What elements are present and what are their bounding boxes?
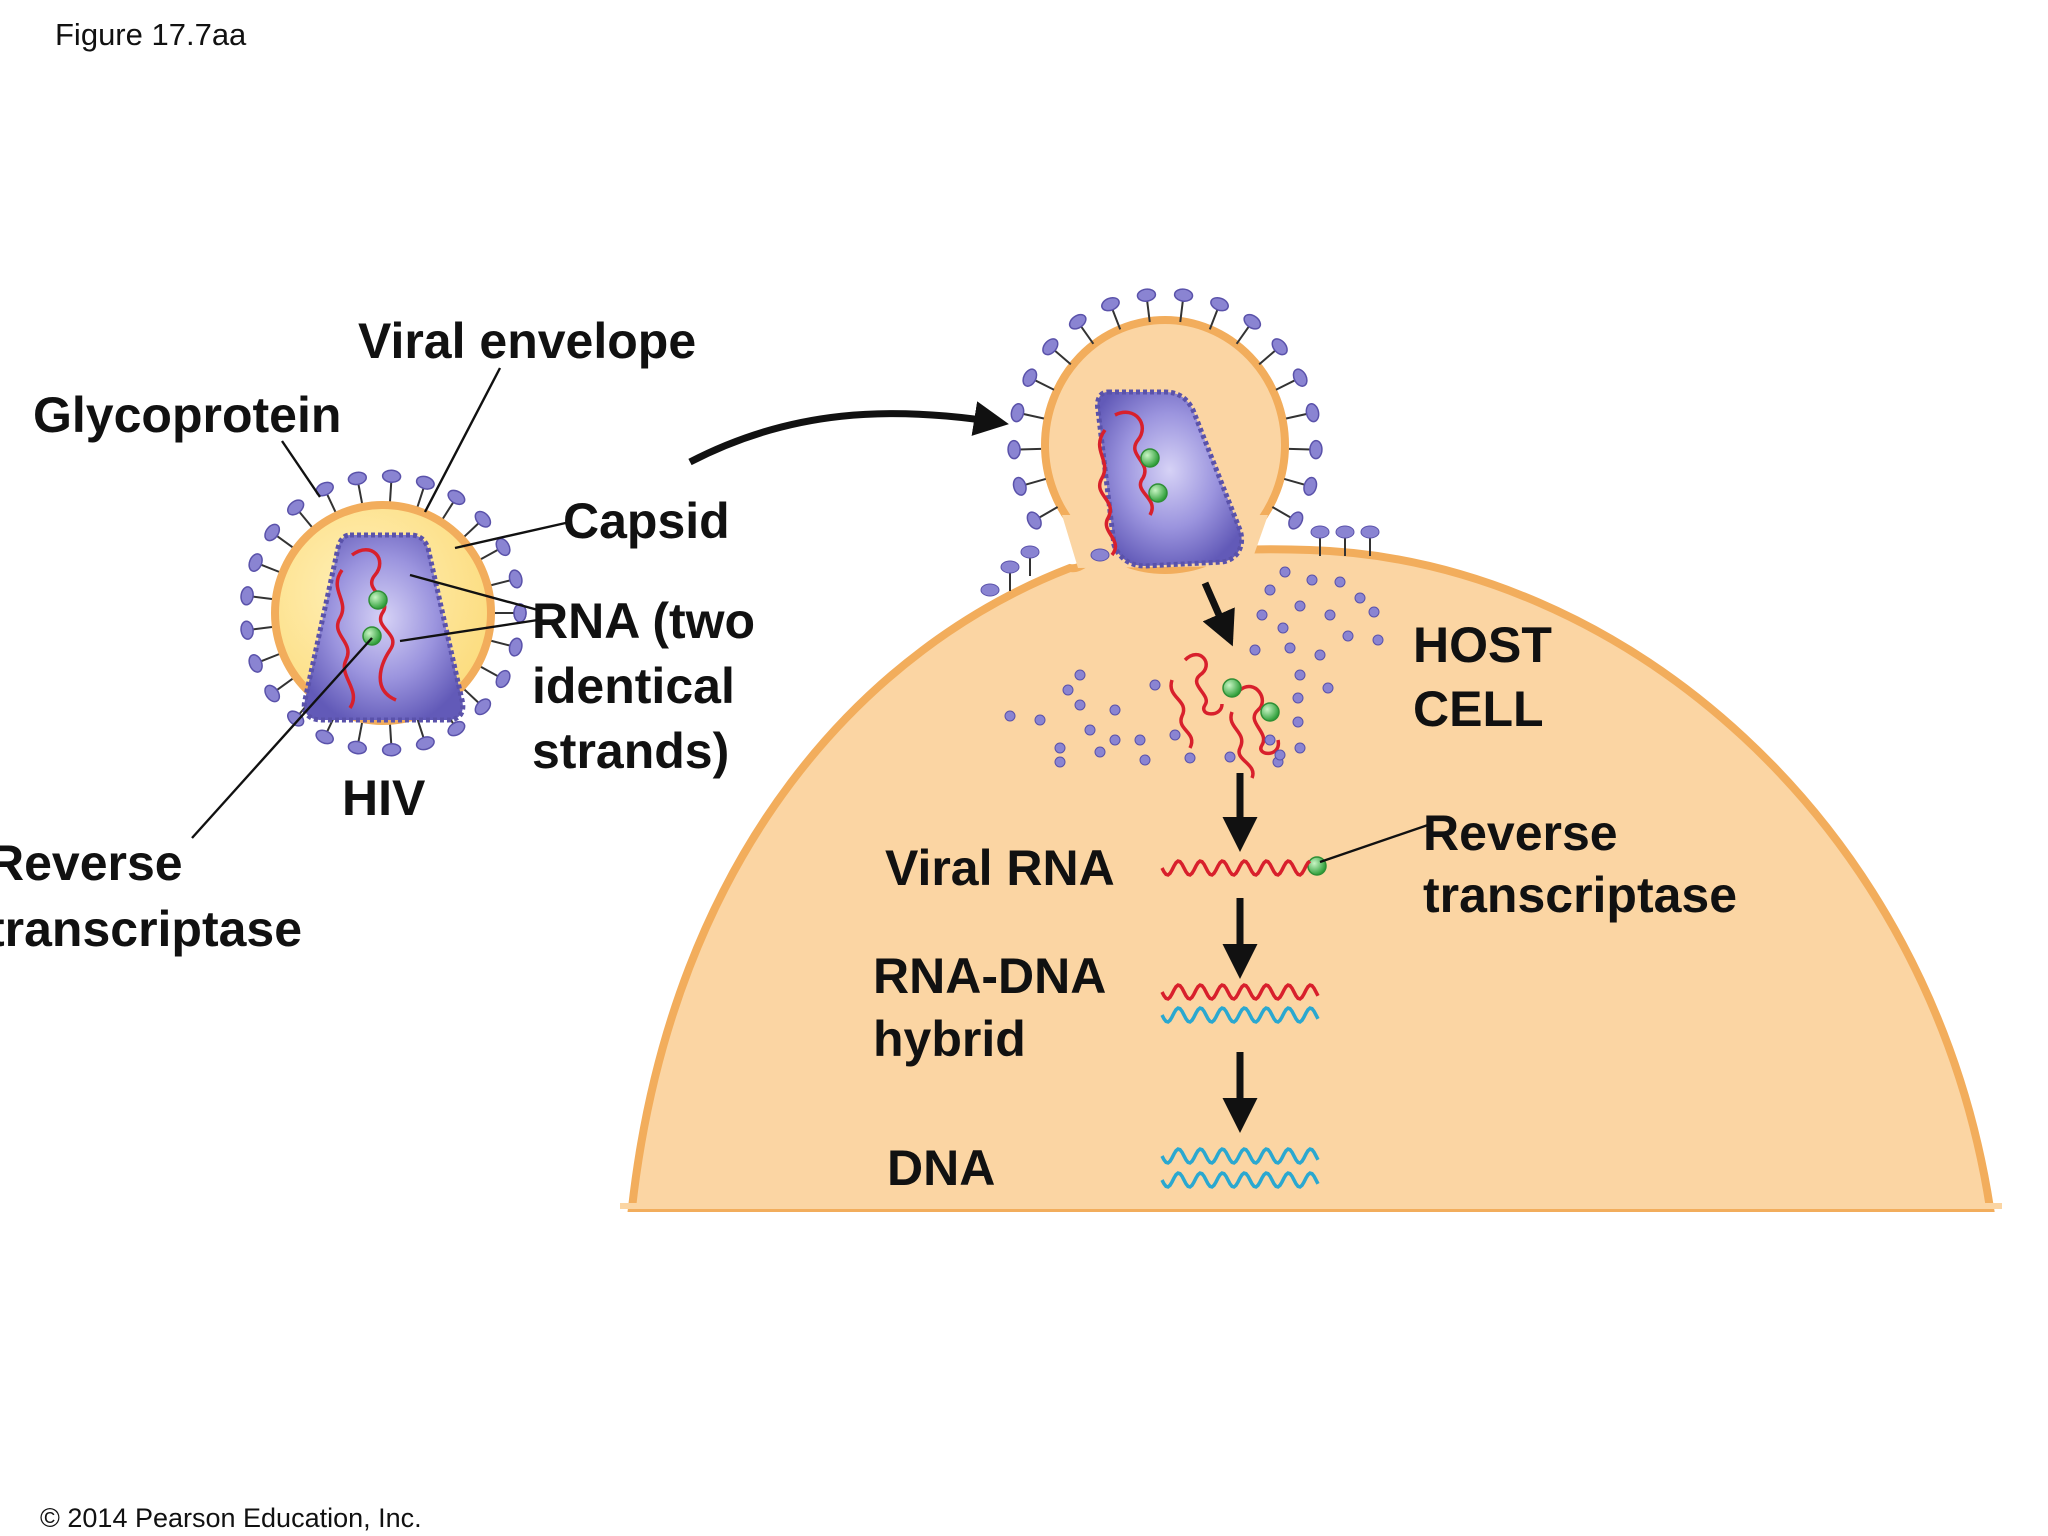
reverse-transcriptase-left-line2: transcriptase — [0, 901, 302, 957]
virion-glycoproteins — [240, 469, 527, 757]
reverse-transcriptase-right-line2: transcriptase — [1423, 867, 1737, 923]
rna-dna-hybrid-label-line1: RNA-DNA — [873, 948, 1106, 1004]
reverse-transcriptase-left-line1: Reverse — [0, 835, 183, 891]
hiv-label: HIV — [342, 770, 426, 826]
entry-arrow — [688, 401, 1009, 466]
step-arrow-1 — [1201, 581, 1235, 647]
dna-strand-icon — [1160, 1147, 1320, 1189]
leader-lines — [191, 367, 1429, 864]
released-viral-contents — [1004, 566, 1384, 779]
rna-label-line2: identical — [532, 658, 735, 714]
capsid-icon-budding — [1095, 389, 1245, 569]
host-cell-label-line2: CELL — [1413, 681, 1544, 737]
rna-dna-hybrid-wave — [1160, 983, 1320, 1024]
viral-rna-label: Viral RNA — [885, 840, 1115, 896]
rna-label-line3: strands) — [532, 723, 729, 779]
cell-surface-glycoproteins — [980, 525, 1380, 597]
reverse-transcriptase-right-line1: Reverse — [1423, 805, 1618, 861]
viral-rna-wave — [1160, 859, 1312, 877]
rna-strand-icon — [335, 410, 1154, 709]
copyright-notice: © 2014 Pearson Education, Inc. — [40, 1503, 422, 1533]
host-cell — [620, 288, 2002, 1212]
capsid-label: Capsid — [563, 493, 730, 549]
viral-envelope-label: Viral envelope — [358, 313, 696, 369]
arrow-icon — [688, 401, 1258, 1133]
host-cell-label-line1: HOST — [1413, 617, 1552, 673]
glycoprotein-label: Glycoprotein — [33, 387, 341, 443]
capsid-protein-dots — [1004, 566, 1384, 768]
figure-label: Figure 17.7aa — [55, 17, 247, 52]
dna-label: DNA — [887, 1140, 995, 1196]
rna-dna-hybrid-label-line2: hybrid — [873, 1011, 1026, 1067]
enzyme-icon — [362, 448, 1327, 876]
bud-glycoproteins — [1007, 288, 1323, 530]
rna-label-line1: RNA (two — [532, 593, 755, 649]
